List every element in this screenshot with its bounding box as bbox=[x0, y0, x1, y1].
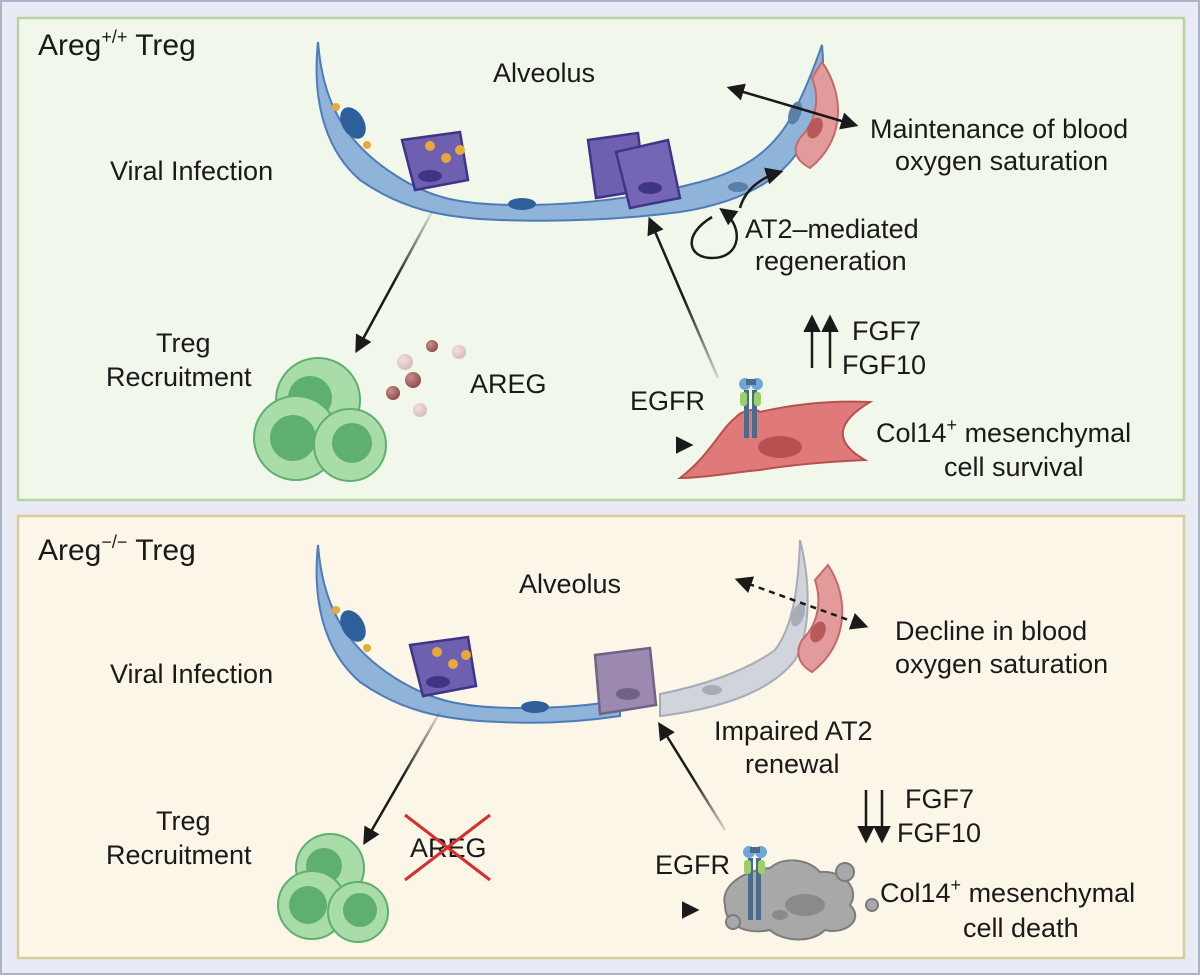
top-treg-cells bbox=[253, 357, 387, 482]
top-col14-line2: cell survival bbox=[944, 452, 1084, 482]
top-maintenance-line2: oxygen saturation bbox=[895, 146, 1108, 176]
bottom-treg-line1: Treg bbox=[156, 806, 211, 836]
regeneration-curve-arrow bbox=[738, 167, 784, 209]
top-fgf10-label: FGF10 bbox=[842, 350, 926, 380]
top-egfr-label: EGFR bbox=[630, 386, 705, 416]
virus-icon bbox=[332, 103, 340, 111]
bottom-decline-line1: Decline in blood bbox=[895, 616, 1087, 646]
regeneration-loop-arrow bbox=[690, 207, 739, 260]
bottom-egfr-signal-arrow bbox=[658, 722, 727, 831]
top-panel-background bbox=[16, 16, 1186, 502]
top-recruitment-arrow bbox=[355, 211, 434, 354]
impaired-at2-line2: renewal bbox=[745, 749, 840, 779]
bottom-at2-impaired-cell bbox=[593, 646, 658, 716]
top-col14-mesenchymal-cell bbox=[677, 400, 874, 480]
top-alveolus-label: Alveolus bbox=[493, 58, 595, 88]
bottom-alveolus-label: Alveolus bbox=[519, 569, 621, 599]
bottom-panel: Areg−/− Treg Alveolus Viral Infection bbox=[16, 514, 1186, 960]
bottom-treg-line2: Recruitment bbox=[106, 840, 252, 870]
top-fgf7-label: FGF7 bbox=[852, 316, 921, 346]
top-areg-label: AREG bbox=[470, 369, 547, 399]
top-areg-molecules bbox=[386, 340, 466, 417]
virus-icon bbox=[363, 141, 371, 149]
bottom-recruitment-arrow bbox=[363, 711, 442, 846]
top-viral-infection-label: Viral Infection bbox=[110, 156, 273, 186]
top-at2-cells-pair bbox=[586, 131, 682, 210]
bottom-fgf10-label: FGF10 bbox=[897, 818, 981, 848]
top-maintenance-line1: Maintenance of blood bbox=[870, 114, 1128, 144]
at2-regeneration-line2: regeneration bbox=[755, 246, 907, 276]
bottom-egfr-label: EGFR bbox=[655, 850, 730, 880]
bottom-egfr-receptor-icon bbox=[743, 846, 767, 920]
bottom-panel-title: Areg−/− Treg bbox=[38, 532, 196, 567]
bottom-decline-line2: oxygen saturation bbox=[895, 649, 1108, 679]
top-panel-title: Areg+/+ Treg bbox=[38, 27, 196, 62]
bottom-at2-infected-cell bbox=[408, 635, 478, 698]
top-col14-line1: Col14+ mesenchymal bbox=[876, 415, 1131, 448]
impaired-at2-line1: Impaired AT2 bbox=[714, 716, 873, 746]
virus-icon bbox=[425, 141, 435, 151]
virus-icon bbox=[432, 647, 442, 657]
bottom-viral-infection-label: Viral Infection bbox=[110, 659, 273, 689]
bottom-panel-background bbox=[16, 514, 1186, 960]
virus-icon bbox=[448, 659, 458, 669]
bottom-exchange-arrow bbox=[734, 576, 869, 630]
virus-icon bbox=[455, 145, 465, 155]
top-egfr-signal-arrow bbox=[647, 216, 720, 379]
virus-icon bbox=[332, 606, 340, 614]
virus-icon bbox=[461, 650, 471, 660]
bottom-col14-line1: Col14+ mesenchymal bbox=[880, 875, 1135, 908]
top-treg-line1: Treg bbox=[156, 328, 211, 358]
virus-icon bbox=[363, 644, 371, 652]
bottom-fgf7-label: FGF7 bbox=[905, 784, 974, 814]
virus-icon bbox=[441, 153, 451, 163]
bottom-treg-cells bbox=[277, 833, 389, 943]
top-at2-infected-cell bbox=[400, 130, 470, 192]
bottom-col14-line2: cell death bbox=[963, 913, 1079, 943]
at2-regeneration-line1: AT2–mediated bbox=[745, 214, 919, 244]
top-treg-line2: Recruitment bbox=[106, 362, 252, 392]
top-panel: Areg+/+ Treg Alveolus Viral I bbox=[16, 16, 1186, 502]
areg-absent-cross-icon bbox=[404, 813, 491, 882]
top-egfr-receptor-icon bbox=[739, 378, 763, 438]
top-exchange-arrow bbox=[726, 83, 859, 130]
